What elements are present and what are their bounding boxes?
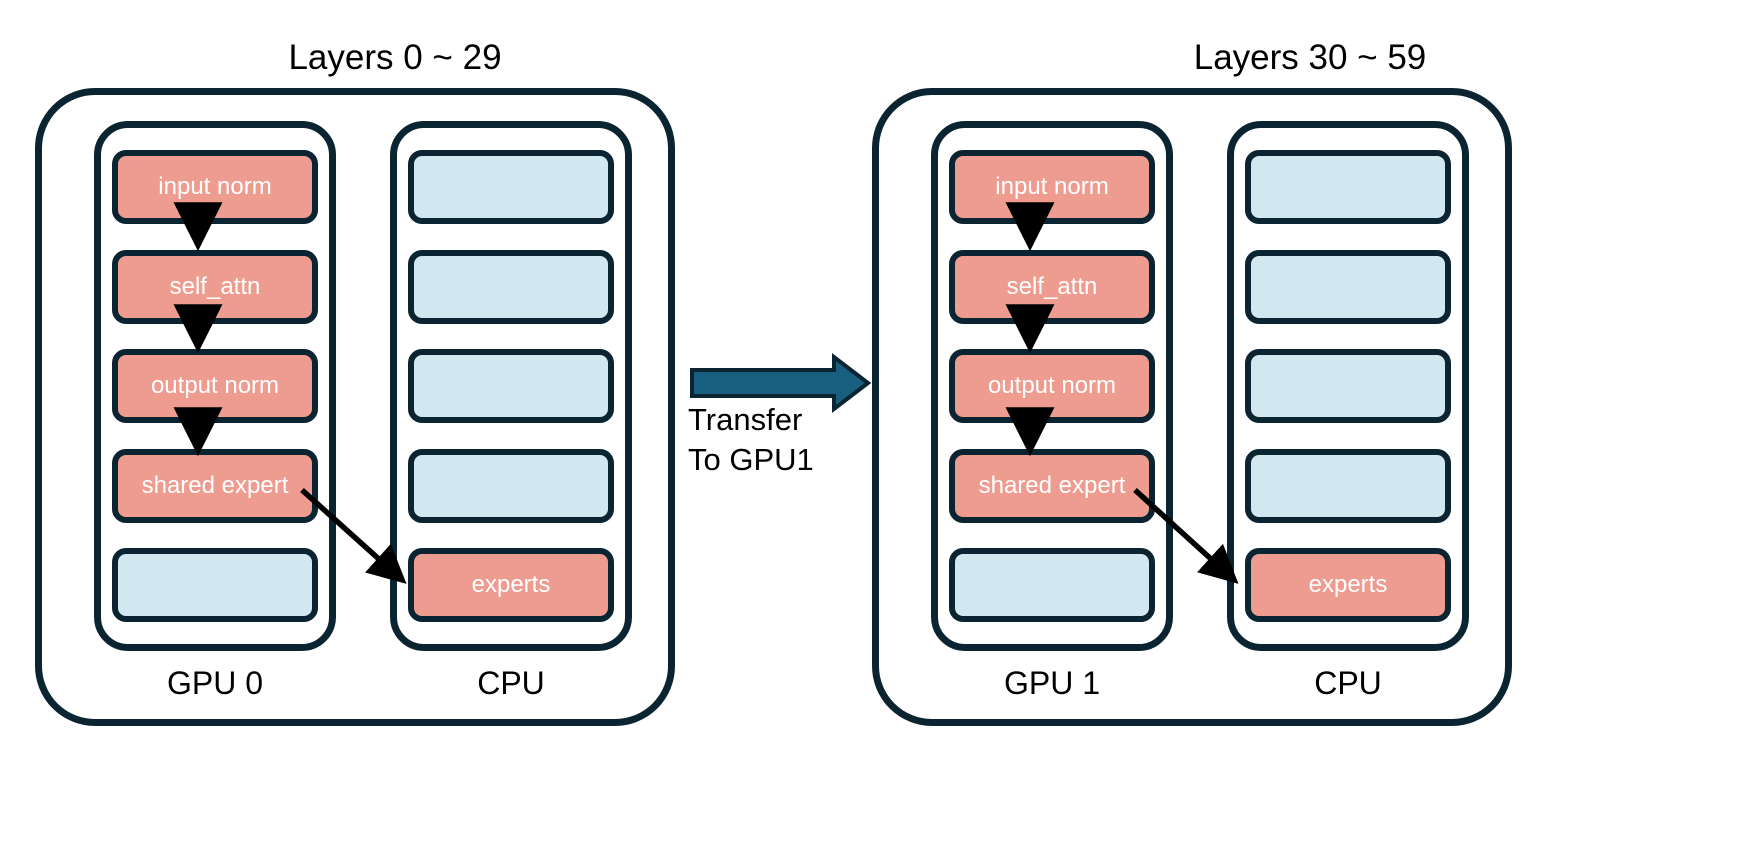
panel-title-right: Layers 30 ~ 59 [1193, 38, 1427, 77]
block-output-norm-2[interactable]: output norm [949, 349, 1155, 423]
block-shared-expert-2[interactable]: shared expert [949, 448, 1155, 523]
transfer-label-line2: To GPU1 [688, 441, 814, 477]
block-cpu2-empty-4[interactable] [1245, 448, 1451, 523]
device-label-cpu-left: CPU [477, 665, 545, 701]
block-cpu2-empty-1[interactable] [1245, 150, 1451, 224]
cpu-column-left: experts [390, 121, 632, 651]
cpu-column-right: experts [1227, 121, 1469, 651]
block-cpu-empty-1[interactable] [408, 150, 614, 224]
device-label-gpu0: GPU 0 [166, 665, 264, 701]
block-experts-2[interactable]: experts [1245, 548, 1451, 622]
block-shared-expert[interactable]: shared expert [112, 448, 318, 523]
device-label-cpu-right: CPU [1314, 665, 1382, 701]
block-self-attn[interactable]: self_attn [112, 249, 318, 324]
transfer-label: Transfer To GPU1 [688, 400, 868, 479]
block-gpu-empty-2[interactable] [949, 548, 1155, 622]
panel-title-left: Layers 0 ~ 29 [288, 38, 502, 77]
block-experts[interactable]: experts [408, 548, 614, 622]
block-output-norm[interactable]: output norm [112, 349, 318, 423]
block-input-norm-2[interactable]: input norm [949, 150, 1155, 224]
block-self-attn-2[interactable]: self_attn [949, 249, 1155, 324]
gpu-column-left: input norm self_attn output norm shared … [94, 121, 336, 651]
device-panel-right: input norm self_attn output norm shared … [872, 88, 1512, 726]
block-cpu-empty-4[interactable] [408, 448, 614, 523]
block-input-norm[interactable]: input norm [112, 150, 318, 224]
block-cpu2-empty-3[interactable] [1245, 349, 1451, 423]
block-gpu-empty[interactable] [112, 548, 318, 622]
block-cpu-empty-2[interactable] [408, 249, 614, 324]
block-cpu-empty-3[interactable] [408, 349, 614, 423]
device-panel-left: input norm self_attn output norm shared … [35, 88, 675, 726]
device-label-gpu1: GPU 1 [1003, 665, 1101, 701]
gpu-column-right: input norm self_attn output norm shared … [931, 121, 1173, 651]
block-cpu2-empty-2[interactable] [1245, 249, 1451, 324]
transfer-label-line1: Transfer [688, 402, 803, 437]
